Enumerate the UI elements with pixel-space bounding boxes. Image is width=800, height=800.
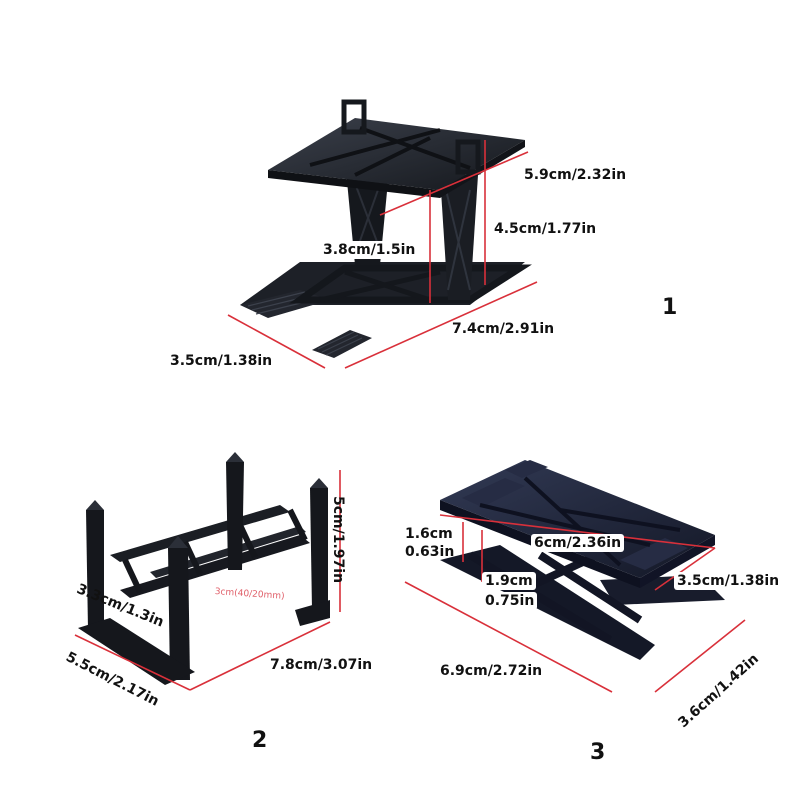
stand-1-post-left — [341, 99, 367, 135]
dim-3-low-height-in: 0.63in — [405, 544, 455, 560]
stand-2-legs — [86, 462, 328, 680]
stand-1 — [240, 99, 532, 358]
dim-3-top-width: 6cm/2.36in — [531, 534, 625, 552]
dim-line-3-length — [404, 581, 613, 693]
stand-3-top-pads — [462, 460, 688, 570]
dim-line-1-depth — [227, 314, 326, 369]
stand-2-foot-right — [295, 600, 330, 626]
stand-2-leg-back-left — [86, 510, 104, 630]
dim-line-1-length — [344, 281, 538, 369]
dim-line-3-top-depth — [654, 547, 716, 591]
product-number-2: 2 — [252, 728, 268, 753]
dim-3-low-height-cm: 1.6cm — [405, 526, 453, 542]
dim-1-height-front: 3.8cm/1.5in — [320, 241, 419, 259]
stand-2-foot-left — [78, 618, 195, 685]
stand-1-base-ramp-right — [312, 330, 372, 358]
product-number-1: 1 — [662, 295, 678, 320]
dim-1-depth: 3.5cm/1.38in — [170, 353, 273, 369]
stand-2 — [78, 452, 330, 685]
stand-1-top-bracing — [309, 126, 471, 177]
dim-line-3-top-width — [439, 514, 716, 549]
dimension-lines — [74, 140, 746, 693]
dim-1-top-width: 5.9cm/2.32in — [524, 167, 627, 183]
dim-line-2-length — [189, 621, 331, 691]
dim-3-high-height-in: 0.75in — [482, 592, 538, 610]
dim-2-height: 5cm/1.97in — [330, 496, 346, 584]
dim-line-1-top-width — [379, 151, 529, 216]
stand-1-post-right — [455, 139, 481, 175]
dim-line-3-depth — [654, 619, 746, 693]
product-number-3: 3 — [590, 740, 606, 765]
stand-2-leg-front-left — [168, 548, 190, 680]
dim-3-length: 6.9cm/2.72in — [440, 663, 543, 679]
dim-3-top-depth: 3.5cm/1.38in — [674, 572, 783, 590]
dim-1-height-back: 4.5cm/1.77in — [494, 221, 597, 237]
stand-2-leg-back-right — [226, 462, 244, 570]
dim-1-length: 7.4cm/2.91in — [452, 321, 555, 337]
stand-1-base-frame — [289, 264, 532, 304]
stand-2-rail-front — [120, 535, 310, 598]
dim-line-2-depth — [74, 634, 191, 691]
stand-2-leg-front-right — [310, 488, 328, 610]
stand-2-rail-back — [110, 505, 290, 562]
dim-3-high-height-cm: 1.9cm — [482, 572, 536, 590]
stand-1-base-brace-b — [344, 269, 431, 303]
dim-2-length: 7.8cm/3.07in — [270, 657, 373, 673]
